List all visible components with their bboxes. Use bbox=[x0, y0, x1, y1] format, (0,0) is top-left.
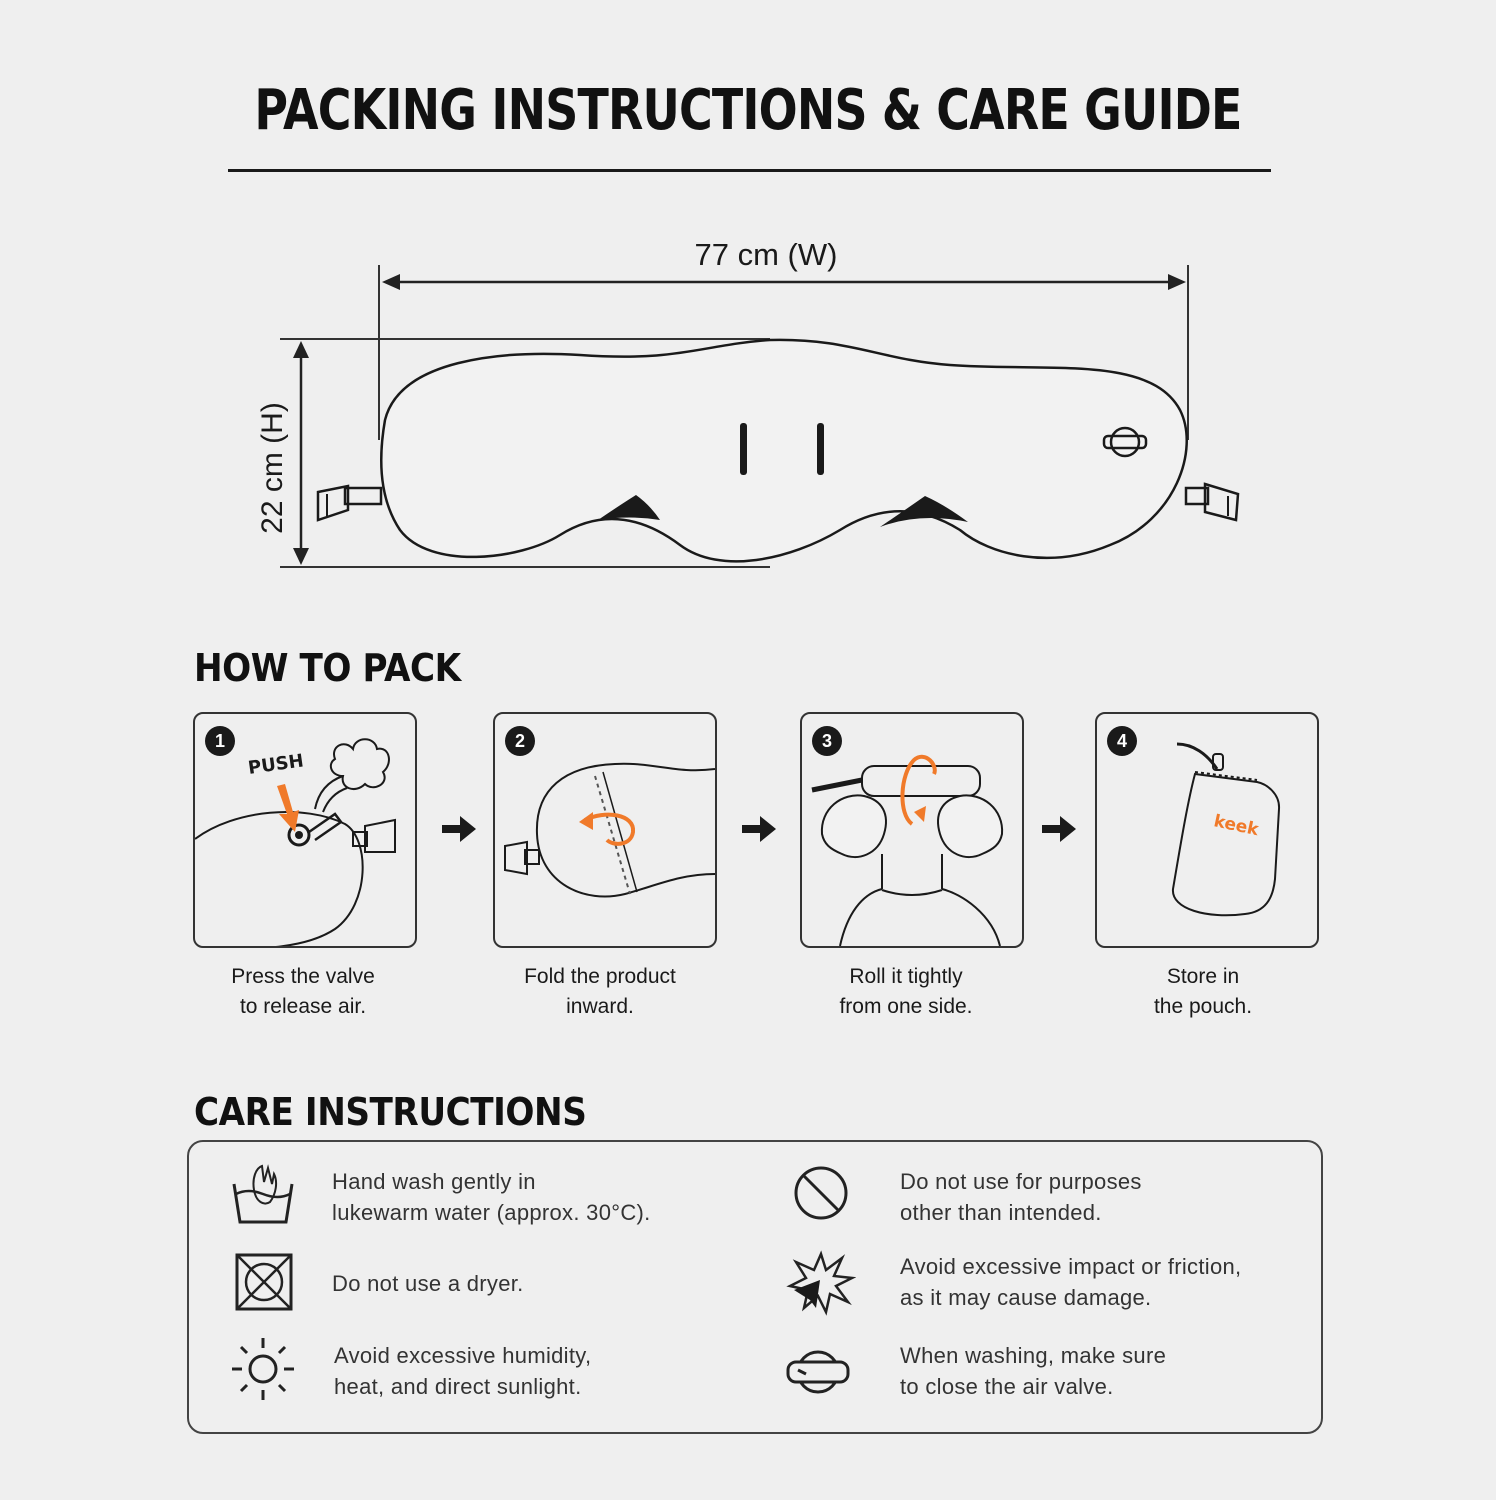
hand-wash-icon bbox=[232, 1164, 294, 1224]
care-item-text: Do not use for purposes other than inten… bbox=[900, 1166, 1300, 1228]
roll-arrow-icon bbox=[900, 754, 937, 826]
care-item-line: Do not use a dryer. bbox=[332, 1271, 524, 1296]
care-item-text: Avoid excessive humidity, heat, and dire… bbox=[334, 1340, 734, 1402]
step-number-badge: 3 bbox=[812, 726, 842, 756]
width-label: 77 cm (W) bbox=[695, 237, 838, 272]
fold-arrow-icon bbox=[579, 812, 635, 846]
step-caption-line: from one side. bbox=[839, 995, 973, 1018]
step-number-badge: 4 bbox=[1107, 726, 1137, 756]
care-item-text: Hand wash gently in lukewarm water (appr… bbox=[332, 1166, 732, 1228]
step-card-3: 3 bbox=[800, 712, 1024, 948]
care-item-line: Do not use for purposes bbox=[900, 1169, 1142, 1194]
step-card-2: 2 bbox=[493, 712, 717, 948]
no-dryer-icon bbox=[235, 1253, 293, 1311]
step-caption-line: Store in bbox=[1166, 965, 1240, 988]
height-label: 22 cm (H) bbox=[256, 402, 289, 534]
step-caption-line: the pouch. bbox=[1153, 995, 1253, 1018]
buckle-right-icon bbox=[1184, 482, 1240, 522]
care-item-line: When washing, make sure bbox=[900, 1343, 1167, 1368]
rolled-mask-icon bbox=[811, 765, 981, 797]
hands-icon bbox=[820, 794, 1004, 946]
valve-icon bbox=[287, 812, 343, 847]
air-valve-icon bbox=[1102, 426, 1148, 458]
care-item-text: Do not use a dryer. bbox=[332, 1268, 732, 1299]
care-item-line: Hand wash gently in bbox=[332, 1169, 536, 1194]
step-caption-line: inward. bbox=[566, 995, 634, 1018]
impact-icon bbox=[786, 1250, 856, 1316]
step-number-badge: 2 bbox=[505, 726, 535, 756]
nose-flap-right bbox=[880, 496, 968, 527]
step-caption: Press the valve to release air. bbox=[173, 962, 433, 1022]
care-instructions-box bbox=[187, 1140, 1323, 1434]
care-item-text: Avoid excessive impact or friction, as i… bbox=[900, 1251, 1300, 1313]
care-item-line: heat, and direct sunlight. bbox=[334, 1374, 582, 1399]
care-item-line: Avoid excessive impact or friction, bbox=[900, 1254, 1242, 1279]
step-caption: Store in the pouch. bbox=[1073, 962, 1333, 1022]
buckle-icon bbox=[352, 818, 396, 853]
care-item-line: to close the air valve. bbox=[900, 1374, 1114, 1399]
air-puff-icon bbox=[314, 738, 390, 813]
step-caption: Roll it tightly from one side. bbox=[776, 962, 1036, 1022]
step-caption-line: Roll it tightly bbox=[849, 965, 963, 988]
push-label: PUSH bbox=[247, 750, 305, 779]
air-valve-icon bbox=[786, 1350, 850, 1394]
nose-flap-left bbox=[598, 495, 660, 520]
sun-icon bbox=[232, 1338, 294, 1400]
push-arrow-icon bbox=[277, 784, 299, 832]
care-item-line: lukewarm water (approx. 30°C). bbox=[332, 1200, 651, 1225]
care-item-line: as it may cause damage. bbox=[900, 1285, 1152, 1310]
step-card-1: PUSH 1 bbox=[193, 712, 417, 948]
title-divider bbox=[228, 169, 1271, 172]
height-dimension-arrow bbox=[280, 338, 770, 568]
product-dimension-diagram: 77 cm (W) 22 cm (H) bbox=[256, 237, 1240, 568]
pouch-brand-label: keek bbox=[1212, 811, 1261, 840]
next-arrow-icon bbox=[742, 816, 776, 842]
width-dimension-arrow bbox=[378, 265, 1189, 440]
step-caption: Fold the product inward. bbox=[470, 962, 730, 1022]
eye-mask-outline bbox=[380, 338, 1188, 563]
step-caption-line: to release air. bbox=[239, 995, 367, 1018]
nose-slit-left bbox=[740, 423, 747, 475]
step-caption-line: Fold the product bbox=[524, 965, 676, 988]
next-arrow-icon bbox=[1042, 816, 1076, 842]
step-caption-line: Press the valve bbox=[231, 965, 375, 988]
care-item-line: Avoid excessive humidity, bbox=[334, 1343, 592, 1368]
care-item-text: When washing, make sure to close the air… bbox=[900, 1340, 1300, 1402]
how-to-pack-heading: HOW TO PACK bbox=[194, 646, 461, 690]
next-arrow-icon bbox=[442, 816, 476, 842]
nose-slit-right bbox=[817, 423, 824, 475]
step-card-4: keek 4 bbox=[1095, 712, 1319, 948]
buckle-icon bbox=[504, 840, 540, 876]
pouch-icon bbox=[1171, 742, 1281, 917]
buckle-left-icon bbox=[316, 484, 383, 522]
care-item-line: other than intended. bbox=[900, 1200, 1102, 1225]
prohibited-icon bbox=[794, 1166, 848, 1220]
care-instructions-heading: CARE INSTRUCTIONS bbox=[194, 1090, 587, 1134]
step-number-badge: 1 bbox=[205, 726, 235, 756]
page-title: PACKING INSTRUCTIONS & CARE GUIDE bbox=[254, 78, 1242, 143]
